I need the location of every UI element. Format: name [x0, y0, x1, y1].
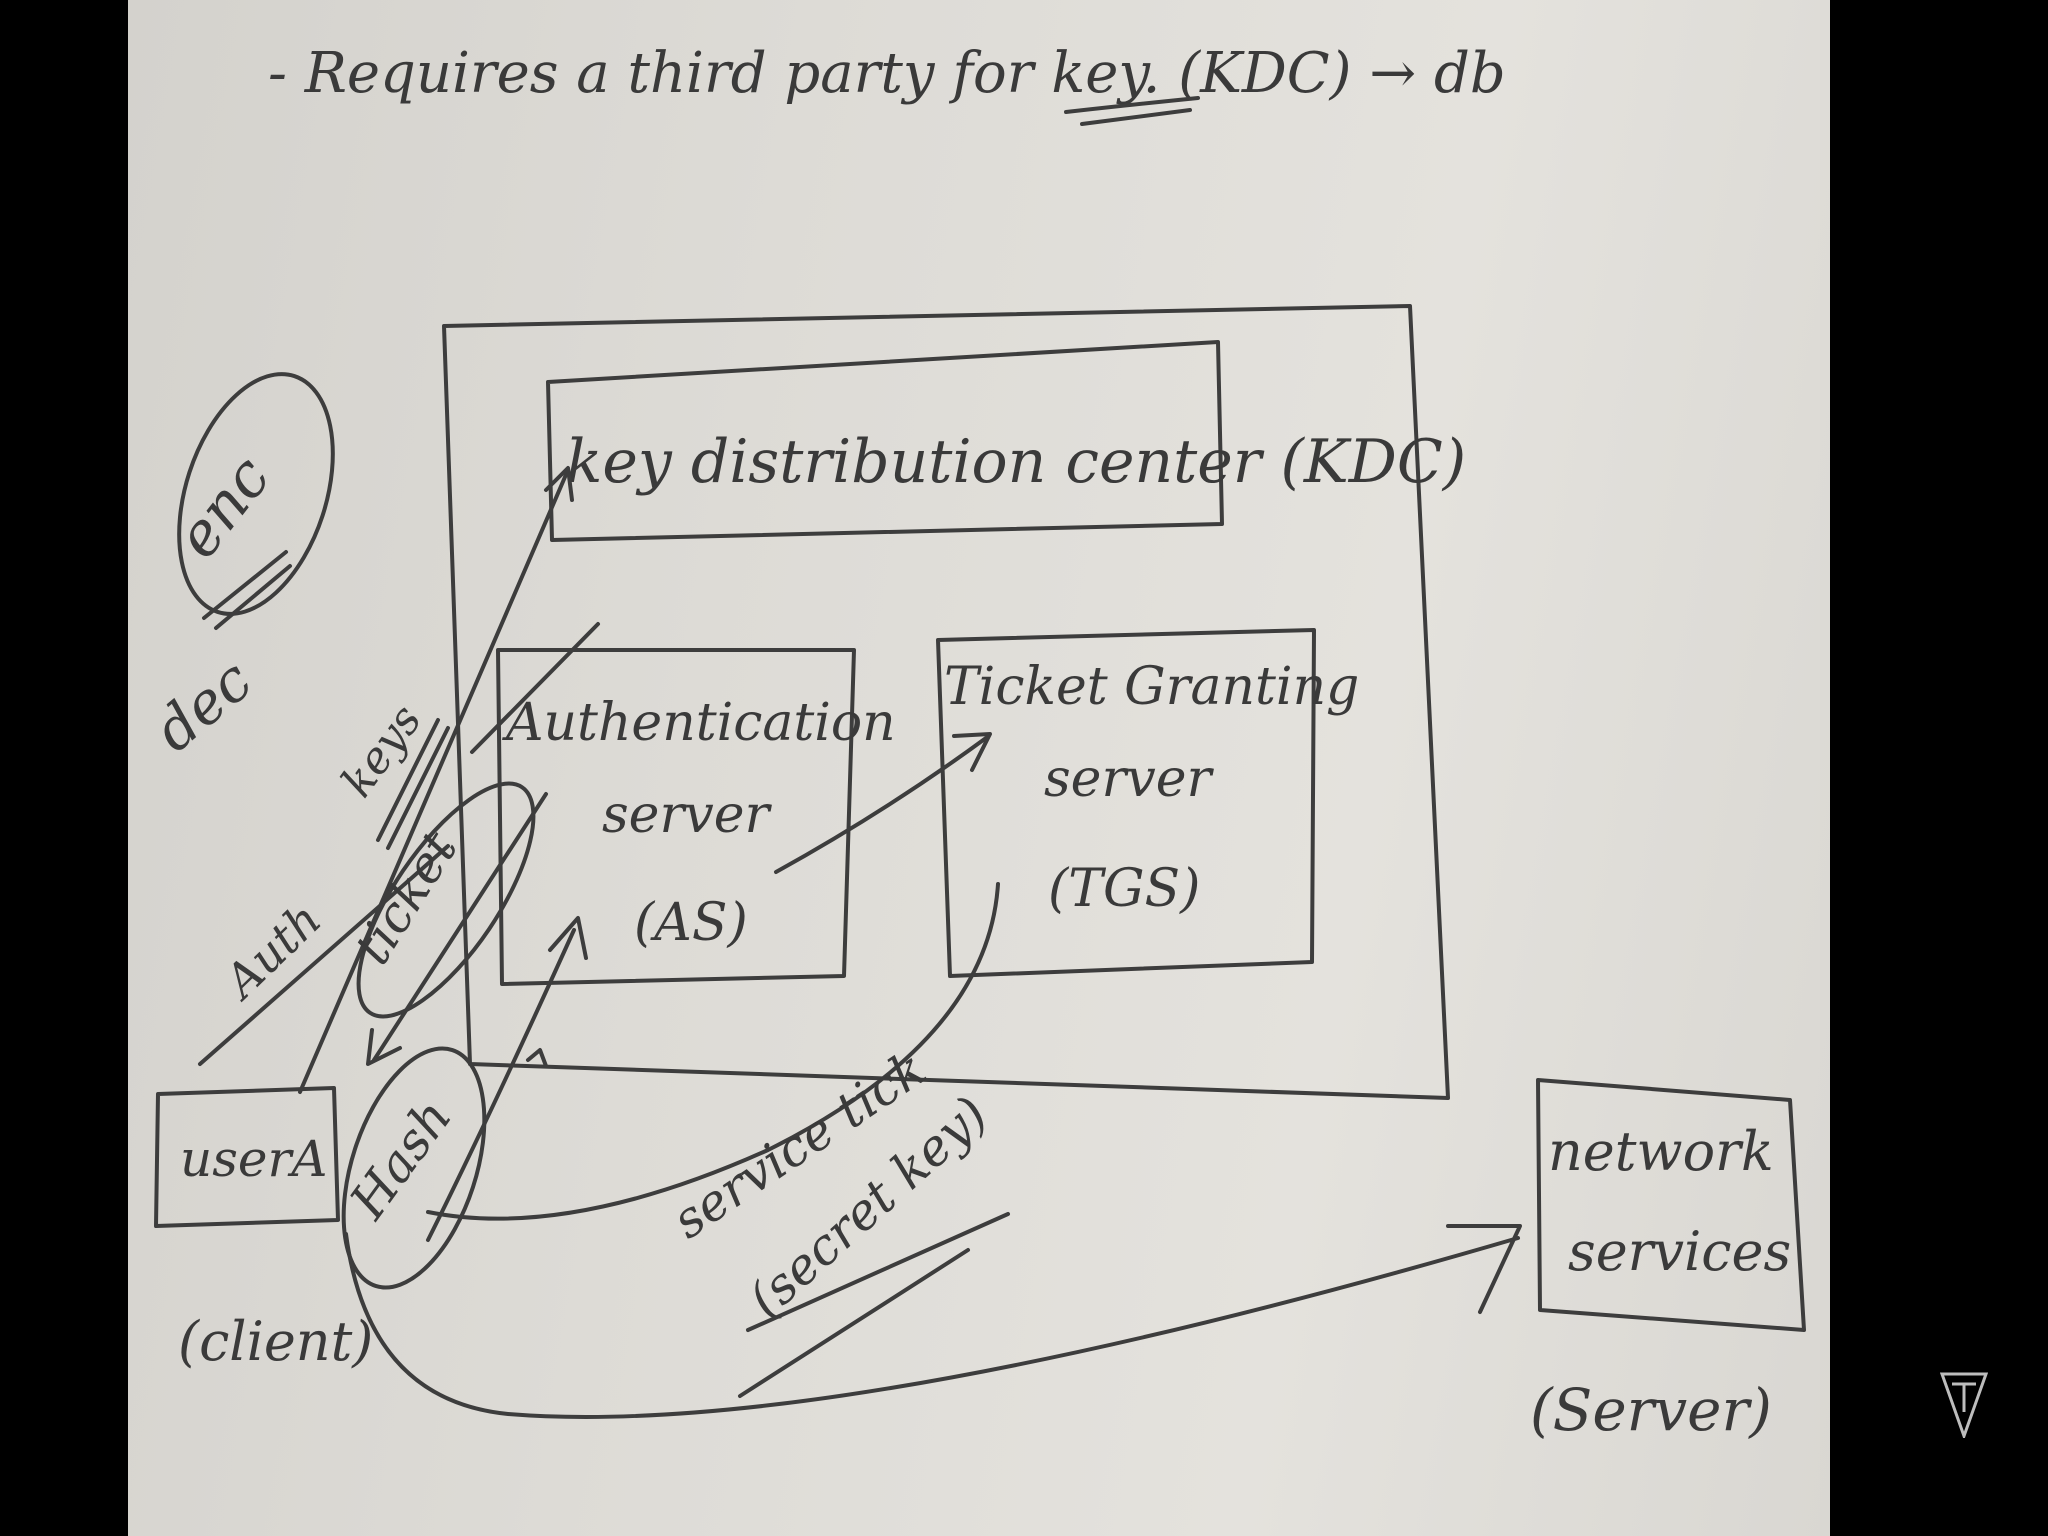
keys-line	[298, 468, 570, 1094]
ticket-circle	[356, 781, 536, 1019]
handwritten-diagram: - Requires a third party for key. (KDC) …	[141, 41, 1806, 1444]
kdc-outer-box	[442, 304, 1450, 1100]
auth-label: Auth	[211, 892, 331, 1011]
as-line-3: (AS)	[634, 893, 748, 953]
client-to-network-arrow	[344, 1232, 1520, 1419]
header-text: - Requires a third party for key. (KDC) …	[268, 41, 1506, 106]
client-box-label: userA	[180, 1130, 327, 1188]
auth-arrow	[198, 844, 450, 1066]
kdc-title: key distribution center (KDC)	[566, 427, 1466, 497]
tgs-box	[936, 628, 1316, 978]
ticket-return-line	[372, 792, 548, 1062]
server-label: (Server)	[1530, 1376, 1772, 1444]
tgs-line-2: server	[1044, 749, 1214, 809]
network-arrowhead	[1446, 1224, 1522, 1314]
network-line-1: network	[1548, 1120, 1774, 1183]
client-box	[154, 1086, 340, 1228]
as-to-tgs-arrow	[774, 736, 988, 874]
client-label: (client)	[178, 1310, 373, 1373]
tgs-line-3: (TGS)	[1048, 859, 1200, 919]
as-strike	[470, 622, 600, 754]
network-services-box	[1536, 1078, 1806, 1332]
channel-logo-icon	[1940, 1372, 1988, 1438]
secret-key-underline	[738, 1212, 1010, 1398]
kdc-underline-2	[1080, 108, 1192, 126]
dec-label: dec	[141, 646, 264, 765]
notebook-page: - Requires a third party for key. (KDC) …	[128, 0, 1830, 1536]
hash-circle	[341, 1046, 487, 1290]
hash-arrowhead	[548, 916, 588, 960]
service-ticket-curve	[426, 882, 1000, 1221]
ticket-label: ticket	[343, 821, 469, 975]
tgs-line-1: Ticket Granting	[944, 657, 1359, 717]
hash-to-as-arrow	[426, 928, 576, 1242]
enc-strike	[202, 550, 292, 630]
keys-arrowhead	[544, 466, 574, 502]
enc-circle	[177, 372, 335, 616]
as-to-tgs-arrowhead	[952, 732, 992, 772]
network-line-2: services	[1568, 1220, 1791, 1283]
as-line-2: server	[602, 785, 772, 845]
as-line-1: Authentication	[502, 693, 896, 753]
hash-arrowhead-2	[526, 1048, 548, 1068]
keys-strike	[376, 718, 450, 850]
as-box	[496, 648, 856, 986]
kdc-underline	[1064, 96, 1200, 114]
ticket-arrowhead	[366, 1028, 402, 1066]
